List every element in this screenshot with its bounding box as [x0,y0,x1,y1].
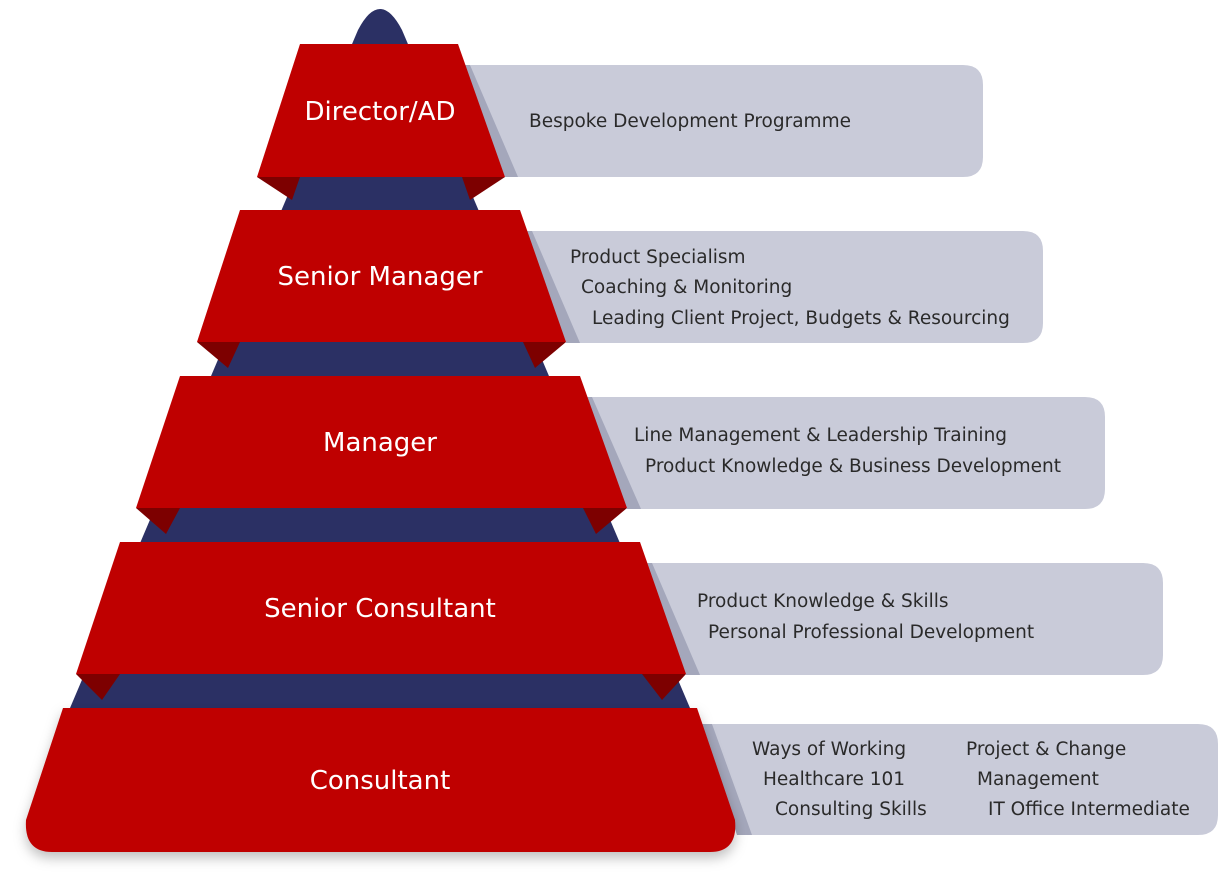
panel-line: Management [977,769,1099,790]
panel-line: Bespoke Development Programme [529,111,851,132]
panel-manager [580,397,1105,509]
tier-folds [76,177,686,700]
tier-director [257,44,505,177]
tier-title: Senior Manager [277,262,482,292]
panel-line: Consulting Skills [775,799,927,820]
tier-consultant [25,708,736,852]
panel-line: Healthcare 101 [763,769,905,790]
panel-line: Coaching & Monitoring [581,277,792,298]
panel-line: Project & Change [966,739,1126,760]
tier-title: Senior Consultant [264,594,496,624]
panel-line: Product Knowledge & Business Development [645,456,1061,477]
panel-senior-consultant [640,563,1163,675]
panel-line: Line Management & Leadership Training [634,425,1007,446]
panel-line: Product Specialism [570,247,746,268]
tier-manager [136,376,627,508]
panel-line: Personal Professional Development [708,622,1034,643]
panel-line: IT Office Intermediate [988,799,1190,820]
tier-title: Manager [323,428,437,458]
tier-senior-consultant [76,542,686,674]
pyramid-spine [70,9,690,708]
panel-line: Leading Client Project, Budgets & Resour… [592,308,1010,329]
panel-line: Ways of Working [752,739,906,760]
panel-line: Product Knowledge & Skills [697,591,949,612]
tier-title: Director/AD [304,97,455,127]
panel-consultant [700,724,1218,835]
tier-senior-manager [197,210,566,342]
tier-title: Consultant [310,766,451,796]
